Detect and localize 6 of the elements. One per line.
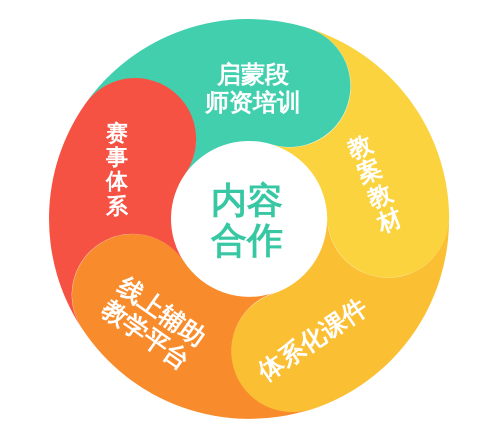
center-title: 内容合作	[211, 181, 283, 261]
segment-title: 体系化课件	[252, 292, 374, 388]
segment-title: 启蒙段师资培训	[204, 61, 301, 117]
segment-title: 赛事体系	[106, 122, 128, 220]
segment-title: 教案教材	[344, 130, 406, 238]
segment-title: 线上辅助教学平台	[97, 272, 211, 374]
